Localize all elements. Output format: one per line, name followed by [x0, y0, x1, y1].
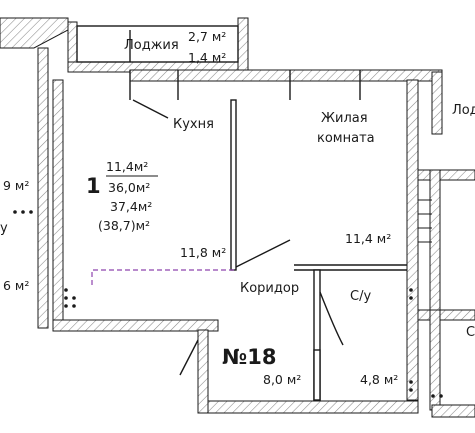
kitchen-zone-line: [91, 269, 236, 285]
area-living: 11,4м²: [106, 159, 148, 174]
living-area: 11,4 м²: [345, 231, 391, 246]
living-label-line1: Жилая: [321, 111, 368, 126]
living-label-line2: комната: [317, 131, 375, 146]
hall-area: 8,0 м²: [263, 372, 301, 387]
apartment-number: 1: [86, 174, 101, 198]
neighbor-left-area-top: 9 м²: [3, 178, 29, 193]
neighbor-right-fragment-mid: С: [466, 325, 475, 340]
area-with-loggia: 37,4м²: [110, 199, 152, 214]
neighbor-left-fragment: у: [0, 221, 8, 236]
window-right: [418, 199, 432, 243]
neighbor-left-area-bottom: 6 м²: [3, 278, 29, 293]
area-extra: (38,7)м²: [98, 218, 150, 233]
bathroom-label: С/у: [350, 289, 371, 304]
corridor-label: Коридор: [240, 281, 299, 296]
kitchen-label: Кухня: [173, 117, 214, 132]
neighbor-right-fragment-top: Лод: [452, 103, 475, 118]
loggia-label: Лоджия: [124, 38, 179, 53]
walls-hatched: [0, 17, 475, 418]
loggia-area-full: 2,7 м²: [188, 29, 226, 44]
bathroom-area: 4,8 м²: [360, 372, 398, 387]
fixture-dots: [13, 210, 443, 398]
partitions: [76, 25, 407, 401]
area-total: 36,0м²: [108, 180, 150, 195]
kitchen-area: 11,8 м²: [180, 245, 226, 260]
loggia-area-reduced: 1,4 м²: [188, 50, 226, 65]
unit-label: №18: [222, 345, 277, 369]
